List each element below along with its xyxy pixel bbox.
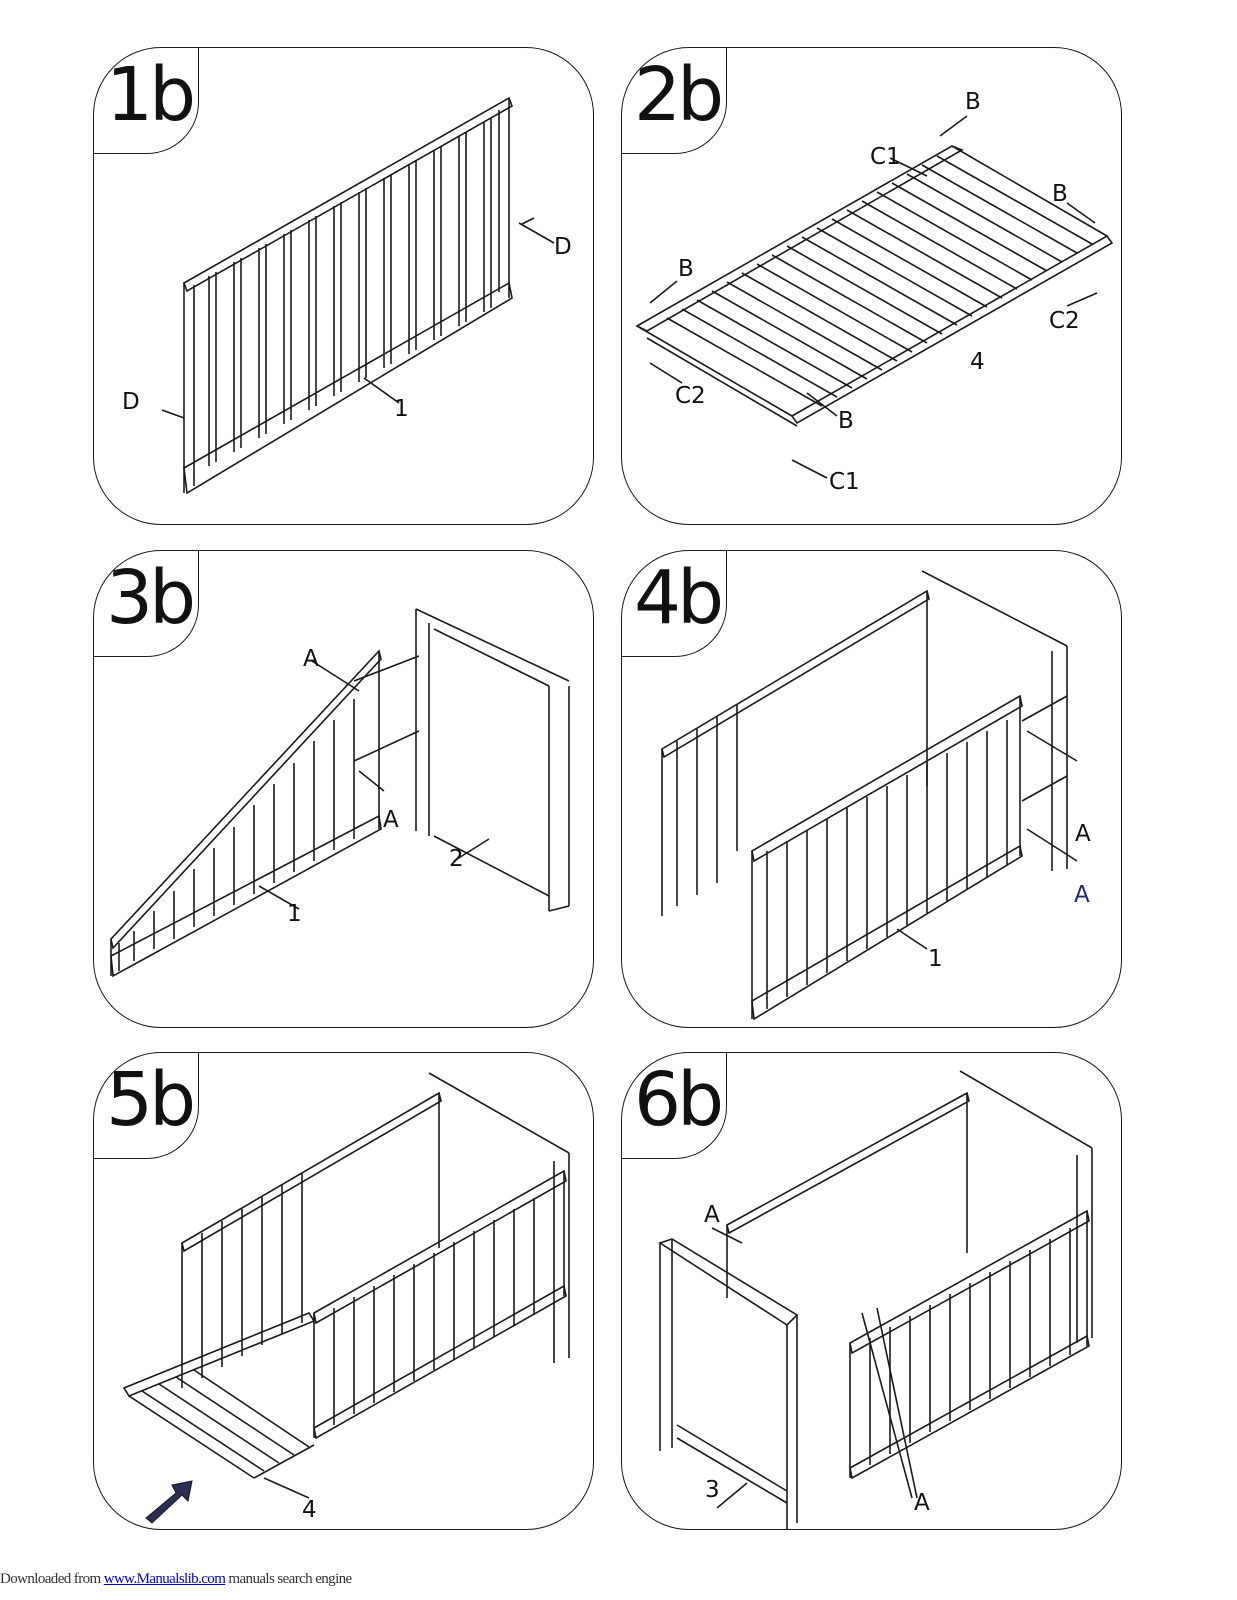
step-tab [94,48,199,154]
fitting-label-a: A [1074,882,1090,908]
two-rails-illustration [661,570,1078,1021]
fitting-label-b: B [678,256,694,282]
step-panel-5b: 5b [93,1052,594,1530]
part-number-4: 4 [302,1497,317,1523]
step-tab [94,551,199,657]
part-number-1: 1 [394,396,409,422]
side-rail-illustration [161,96,555,495]
fitting-label-c2: C2 [675,383,706,409]
fitting-label-a: A [1075,821,1091,847]
completed-cot-illustration [658,1070,1093,1529]
fitting-label-c2: C2 [1049,308,1080,334]
fitting-label-a: A [303,646,319,672]
fitting-label-b: B [838,408,854,434]
step-number: 6b [634,1057,724,1143]
fitting-label-d: D [122,389,140,415]
step-panel-6b: 6b [621,1052,1122,1530]
step-tab [622,551,727,657]
fitting-label-c1: C1 [829,469,860,495]
step-panel-1b: 1b [93,47,594,525]
fitting-label-d: D [554,234,572,260]
part-number-1: 1 [928,946,943,972]
footer-suffix: manuals search engine [228,1571,352,1587]
part-number-3: 3 [705,1477,720,1503]
push-direction-arrow [145,1480,193,1524]
step-number: 4b [634,555,724,641]
step-number: 1b [106,52,196,138]
footer-prefix: Downloaded from [0,1571,101,1587]
fitting-label-a: A [914,1490,930,1516]
part-number-2: 2 [449,846,464,872]
rail-and-end-panel-illustration [110,608,570,978]
manualslib-link[interactable]: www.Manualslib.com [103,1571,226,1587]
step-number: 2b [634,52,724,138]
step-panel-3b: 3b [93,550,594,1028]
download-footer: Downloaded from www.Manualslib.com manua… [0,1571,352,1588]
step-number: 3b [106,555,196,641]
fitting-label-b: B [1052,181,1068,207]
insert-base-illustration [122,1072,570,1524]
part-number-1: 1 [287,901,302,927]
fitting-label-a: A [704,1202,720,1228]
fitting-label-a: A [383,807,399,833]
mattress-base-illustration [635,115,1114,479]
part-number-4: 4 [970,349,985,375]
step-tab [622,48,727,154]
fitting-label-b: B [965,89,981,115]
step-panel-2b: 2b [621,47,1122,525]
step-tab [622,1053,727,1159]
step-tab [94,1053,199,1159]
step-number: 5b [106,1057,196,1143]
step-panel-4b: 4b [621,550,1122,1028]
fitting-label-c1: C1 [870,144,901,170]
